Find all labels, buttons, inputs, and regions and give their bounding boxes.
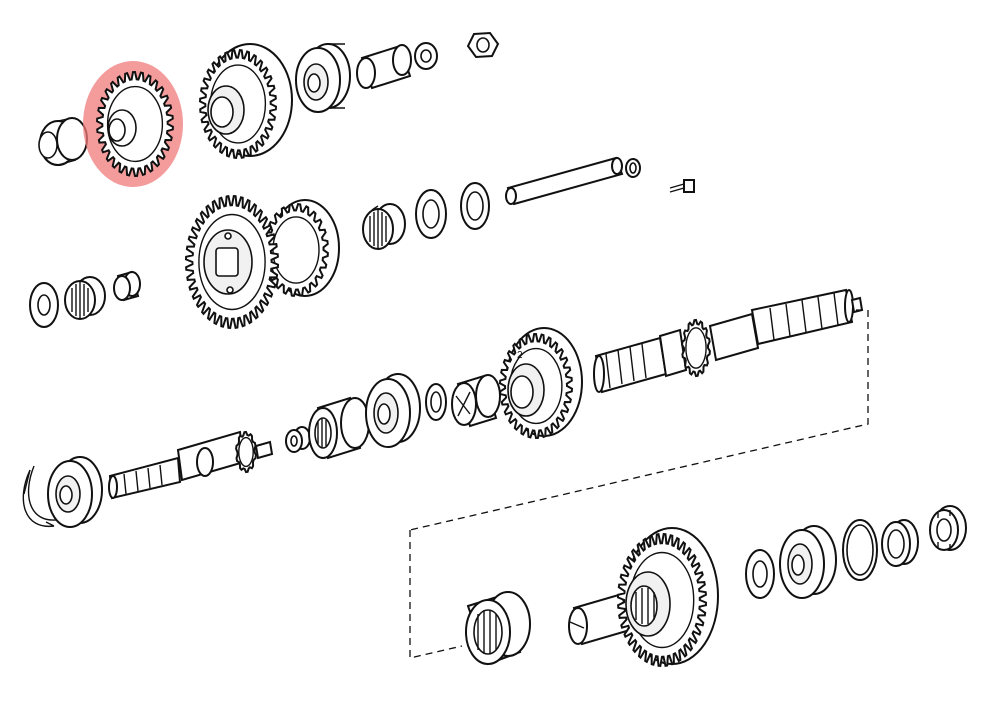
needle-bearing-left[interactable]	[64, 276, 106, 320]
thrust-washer-a[interactable]	[415, 189, 447, 239]
collar-bottom[interactable]	[881, 519, 919, 567]
gear-upper-middle[interactable]	[198, 43, 293, 159]
sleeve-bushing[interactable]	[356, 44, 412, 90]
bushing-left[interactable]	[113, 270, 141, 302]
gear-2[interactable]: 2	[498, 327, 583, 440]
gear	[681, 318, 711, 378]
ball-bearing-left[interactable]	[47, 456, 103, 528]
gear-web-outline	[685, 327, 707, 369]
collar-sleeve[interactable]	[451, 374, 501, 428]
synchro-hub-left[interactable]	[308, 396, 370, 460]
thrust-washer-b[interactable]	[460, 182, 490, 230]
lock-washer[interactable]	[414, 42, 438, 70]
retaining-ring-large[interactable]	[22, 465, 57, 527]
ball-bearing-bottom[interactable]	[779, 525, 837, 599]
washer-bottom-a[interactable]	[745, 549, 775, 599]
dashed-leader-upper	[409, 309, 869, 531]
input-shaft[interactable]	[108, 430, 274, 500]
sleeve-gear-bushing[interactable]	[568, 592, 632, 646]
spacer-sleeve	[38, 117, 88, 166]
pilot-bearing[interactable]	[285, 426, 311, 453]
highlighted-gear[interactable]	[83, 61, 183, 187]
shim-washer[interactable]	[425, 383, 447, 421]
double-gear-cluster[interactable]	[184, 195, 340, 329]
ball-bearing-middle[interactable]	[365, 373, 421, 448]
layshaft-pin[interactable]	[505, 156, 624, 206]
hex-nut[interactable]	[466, 31, 500, 59]
main-output-shaft[interactable]	[593, 288, 864, 394]
flat-washer-left[interactable]	[29, 282, 59, 328]
gear	[235, 430, 257, 474]
large-output-gear[interactable]	[616, 527, 719, 667]
dashed-leader-lower	[409, 530, 463, 659]
needle-bearing-upper[interactable]	[362, 203, 406, 250]
slotted-nut[interactable]	[929, 505, 967, 551]
ball-bearing-upper[interactable]	[295, 43, 351, 113]
circlip-small[interactable]	[625, 158, 641, 178]
small-bolt[interactable]	[669, 179, 695, 193]
gear-web-outline	[238, 436, 254, 468]
gear-web-outline	[198, 213, 266, 311]
gear-number-label: 2	[517, 350, 523, 361]
synchro-sleeve[interactable]	[465, 591, 531, 666]
snap-ring-bottom[interactable]	[842, 519, 878, 581]
